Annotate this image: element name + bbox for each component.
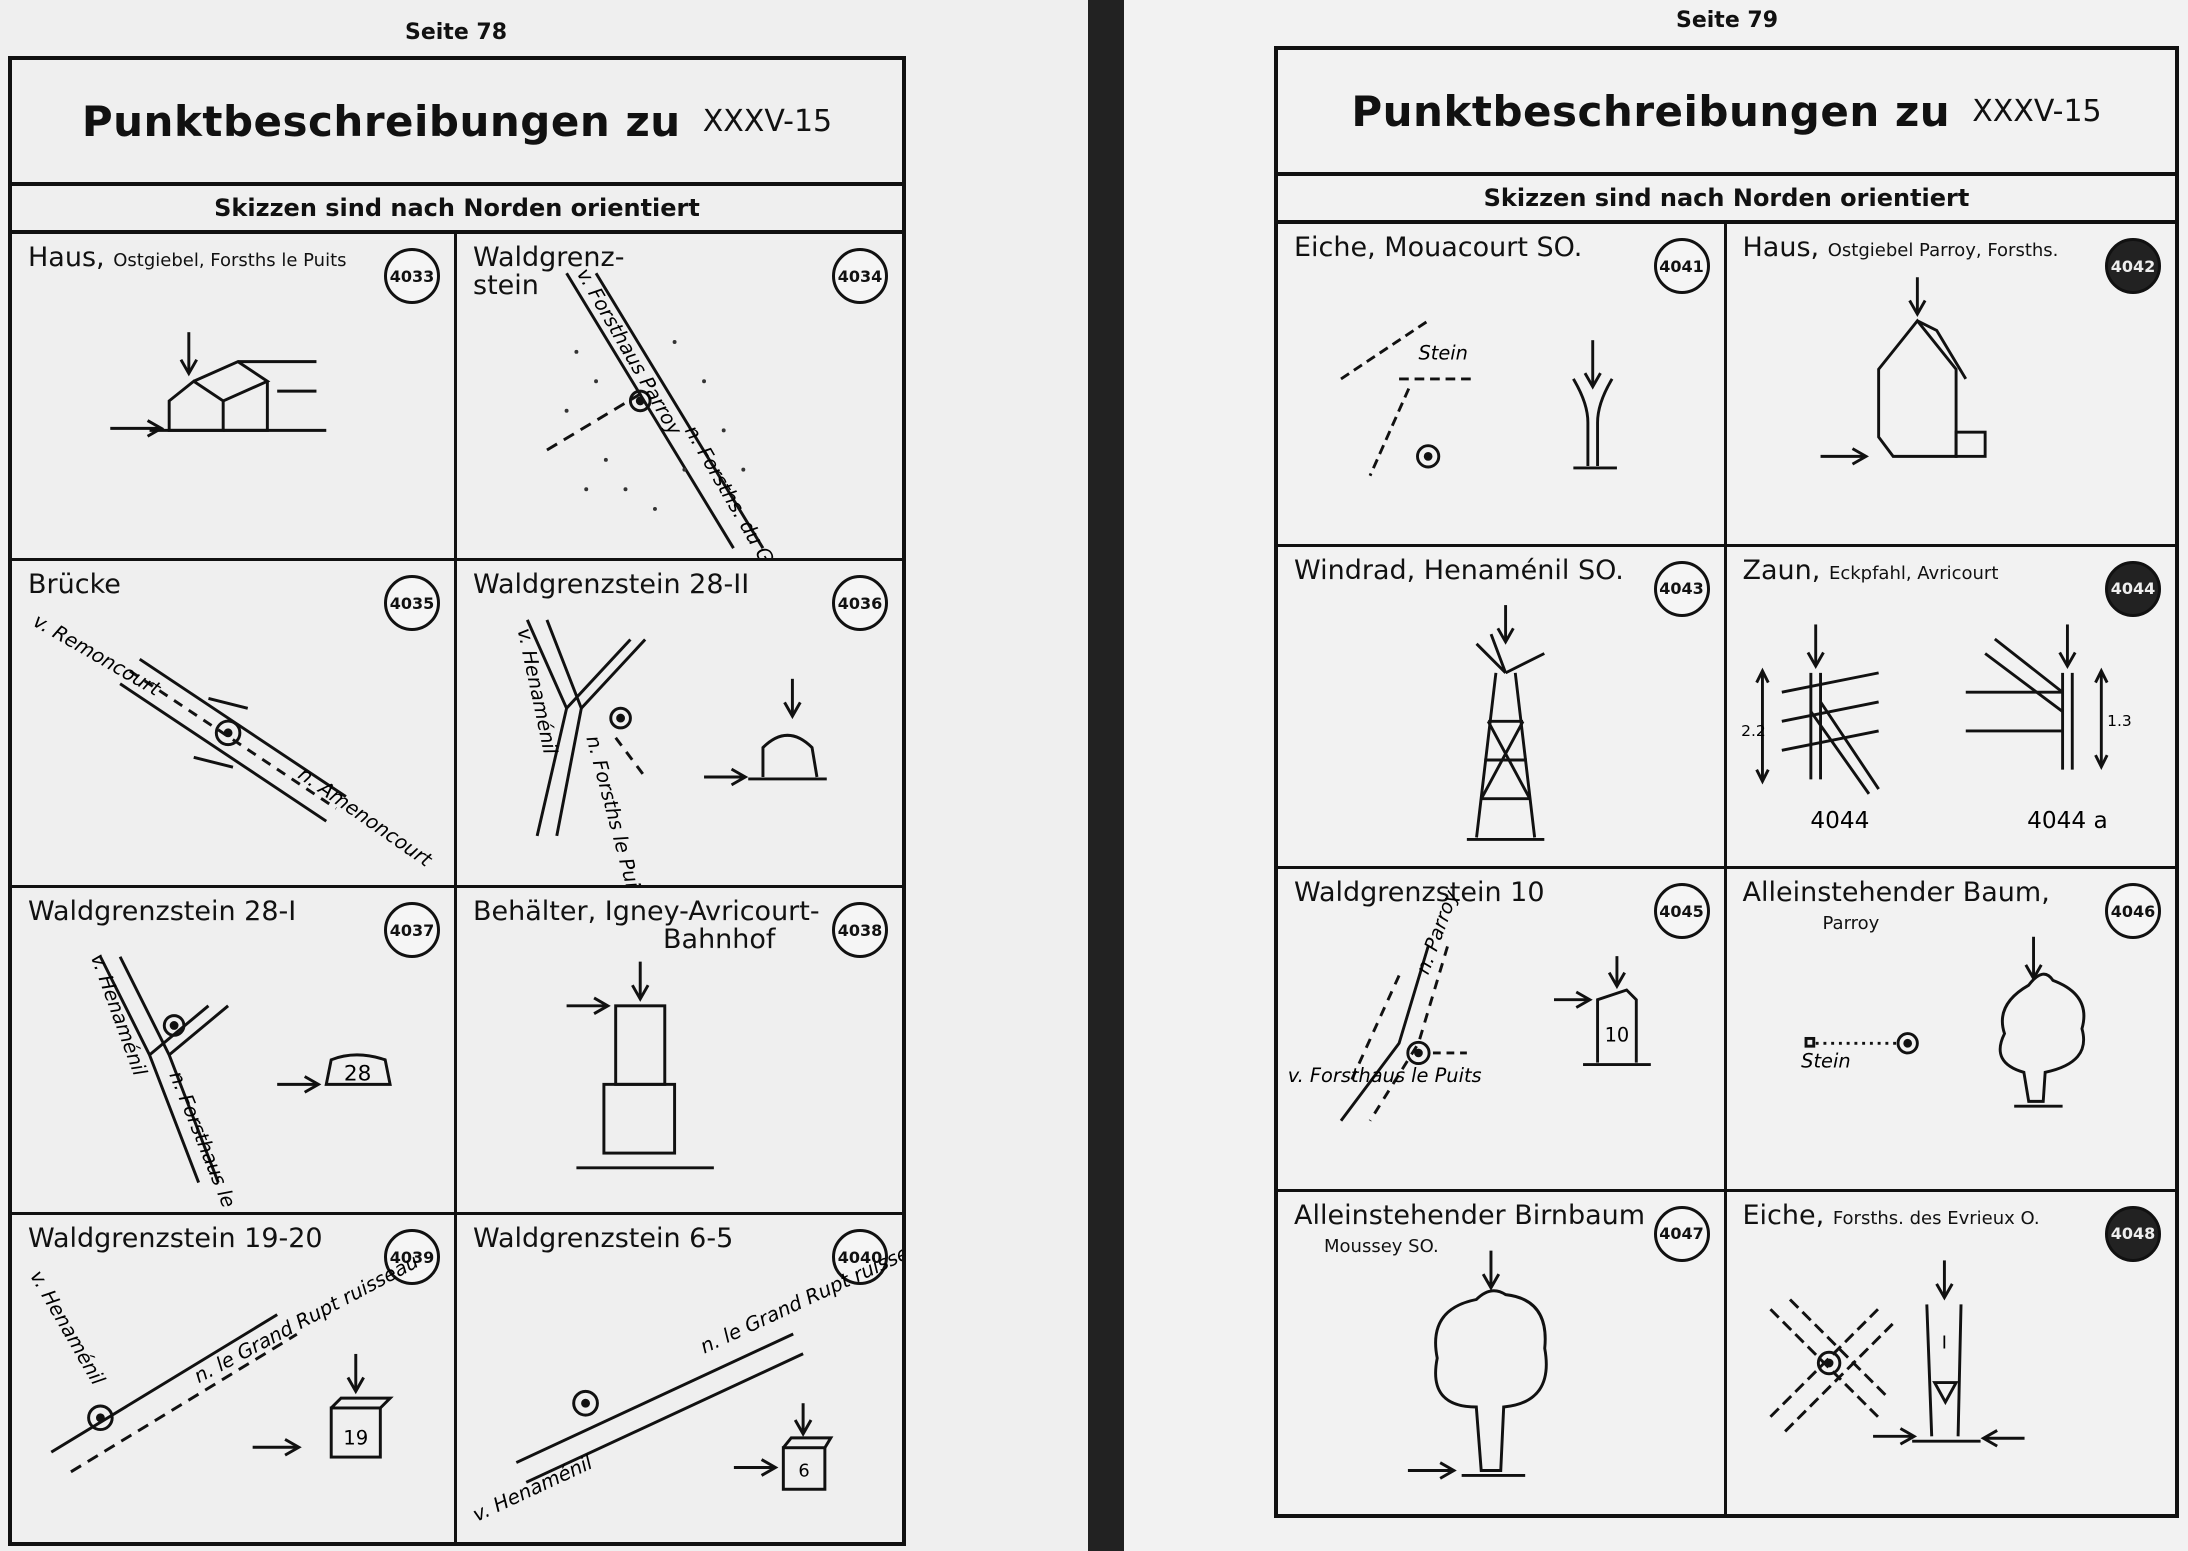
sheet-title: Punktbeschreibungen zu XXXV-15: [1278, 50, 2175, 176]
road-label: v. Remoncourt: [29, 609, 165, 701]
point-cell: Zaun, Eckpfahl, Avricourt 4044: [1726, 547, 2175, 869]
title-code: XXXV-15: [702, 103, 833, 139]
point-number: 4043: [1653, 560, 1710, 617]
point-cell: Waldgrenz-stein 4034 v. Forsthaus Parr: [457, 234, 902, 561]
point-number: 4034: [832, 248, 888, 304]
road-label: n. Amenoncourt: [294, 762, 437, 872]
sub-label: 4044 a: [2027, 806, 2108, 833]
point-label: Brücke: [28, 569, 121, 600]
point-cell: Waldgrenzstein 19-20 4039 19 n. le Grand…: [12, 1215, 457, 1542]
point-label: Waldgrenzstein 28-I: [28, 896, 297, 927]
point-cell: Eiche, Forsths. des Evrieux O. 4048 I: [1727, 1192, 2176, 1515]
title-text: Punktbeschreibungen zu: [1351, 86, 1951, 136]
stone-label: Stein: [1418, 342, 1467, 365]
road-label: v. Henaménil: [469, 1451, 596, 1527]
stone-number: 6: [798, 1460, 809, 1481]
point-label: Zaun, Eckpfahl, Avricourt: [1742, 554, 1999, 586]
road-label: n. Forsths. du Grand Rupt: [680, 421, 827, 558]
point-number: 4040: [832, 1229, 888, 1285]
sub-label: 4044: [1810, 806, 1869, 833]
point-label: Waldgrenzstein 6-5: [473, 1223, 734, 1254]
point-number: 4047: [1653, 1205, 1710, 1262]
point-number: 4044: [2105, 560, 2161, 617]
height-label: 2.2: [1741, 721, 1766, 739]
point-cell: Waldgrenzstein 28-I 4037 28 v. Henaménil…: [12, 888, 457, 1215]
road-label: v. Forsthaus le Puits: [1288, 1064, 1482, 1087]
point-cell: Waldgrenzstein 6-5 4040 6 n. le Grand Ru…: [457, 1215, 902, 1542]
point-label: Waldgrenzstein 19-20: [28, 1223, 323, 1254]
point-number: 4036: [832, 575, 888, 631]
stone-number: 19: [343, 1426, 368, 1449]
point-number: 4046: [2105, 883, 2161, 939]
point-cell: Eiche, Mouacourt SO. 4041 Stein: [1278, 224, 1727, 547]
point-number: 4033: [384, 248, 440, 304]
point-number: 4039: [384, 1229, 440, 1285]
point-label: Behälter, Igney-Avricourt-Bahnhof: [473, 896, 820, 956]
point-cell: Windrad, Henaménil SO. 4043: [1278, 546, 1727, 869]
road-label: n. Forsths le Puits: [581, 733, 648, 885]
point-number: 4037: [384, 902, 440, 958]
page-right: Seite 79 Punktbeschreibungen zu XXXV-15 …: [1124, 0, 2188, 1551]
point-number: 4048: [2105, 1205, 2161, 1262]
point-number: 4035: [384, 575, 440, 631]
point-cell: Haus, Ostgiebel Parroy, Forsths. 4042: [1726, 224, 2175, 547]
point-label: Windrad, Henaménil SO.: [1294, 554, 1624, 586]
road-label: v. Henaménil: [25, 1266, 109, 1389]
point-label: Waldgrenzstein 28-II: [473, 569, 750, 600]
point-label: Eiche, Mouacourt SO.: [1294, 232, 1583, 263]
road-label: v. Henaménil: [86, 951, 152, 1080]
stone-number: 10: [1605, 1023, 1630, 1046]
point-number: 4045: [1653, 883, 1710, 939]
point-cell: Brücke 4035 v. Remoncourt n. Amenoncourt: [12, 561, 457, 888]
page-number: Seite 78: [405, 20, 508, 45]
road-label: n. Forsthaus le Puits: [165, 1068, 261, 1212]
road-label: v. Henaménil: [513, 626, 562, 757]
point-label: Alleinstehender Baum,Parroy: [1742, 877, 2050, 935]
page-left: Seite 78 Punktbeschreibungen zu XXXV-15 …: [0, 0, 1088, 1551]
point-label: Eiche, Forsths. des Evrieux O.: [1742, 1199, 2040, 1231]
point-number: 4041: [1653, 238, 1710, 294]
point-label: Haus, Ostgiebel, Forsths le Puits: [28, 242, 347, 273]
stone-number: 28: [344, 1061, 371, 1086]
point-cell: Behälter, Igney-Avricourt-Bahnhof 4038: [457, 888, 902, 1215]
title-code: XXXV-15: [1972, 93, 2102, 129]
point-number: 4042: [2105, 238, 2161, 294]
title-text: Punktbeschreibungen zu: [81, 96, 681, 146]
page-number: Seite 79: [1676, 8, 1779, 33]
tree-mark: I: [1941, 1333, 1946, 1353]
point-cell: Alleinstehender Baum,Parroy 4046 Stein: [1726, 869, 2175, 1192]
binding-gutter: [1088, 0, 1124, 1551]
orientation-note: Skizzen sind nach Norden orientiert: [12, 186, 902, 234]
stone-label: Stein: [1801, 1049, 1850, 1072]
point-label: Waldgrenz-stein: [473, 242, 625, 302]
point-cell: Haus, Ostgiebel, Forsths le Puits 4033: [12, 234, 457, 561]
sketch-grid: Eiche, Mouacourt SO. 4041 Stein Ha: [1278, 224, 2175, 1514]
point-label: Waldgrenzstein 10: [1294, 877, 1545, 908]
orientation-note: Skizzen sind nach Norden orientiert: [1278, 176, 2175, 224]
sheet-title: Punktbeschreibungen zu XXXV-15: [12, 60, 902, 186]
point-number: 4038: [832, 902, 888, 958]
point-label: Haus, Ostgiebel Parroy, Forsths.: [1742, 232, 2059, 263]
point-cell: Waldgrenzstein 28-II 4036 v. Henaménil n…: [457, 561, 902, 888]
description-sheet: Punktbeschreibungen zu XXXV-15 Skizzen s…: [1274, 46, 2179, 1518]
sketch-grid: Haus, Ostgiebel, Forsths le Puits 4033 W…: [12, 234, 902, 1542]
description-sheet: Punktbeschreibungen zu XXXV-15 Skizzen s…: [8, 56, 906, 1546]
height-label: 1.3: [2107, 712, 2132, 730]
point-cell: Waldgrenzstein 10 4045 10 v. Forsthaus l…: [1278, 869, 1727, 1192]
